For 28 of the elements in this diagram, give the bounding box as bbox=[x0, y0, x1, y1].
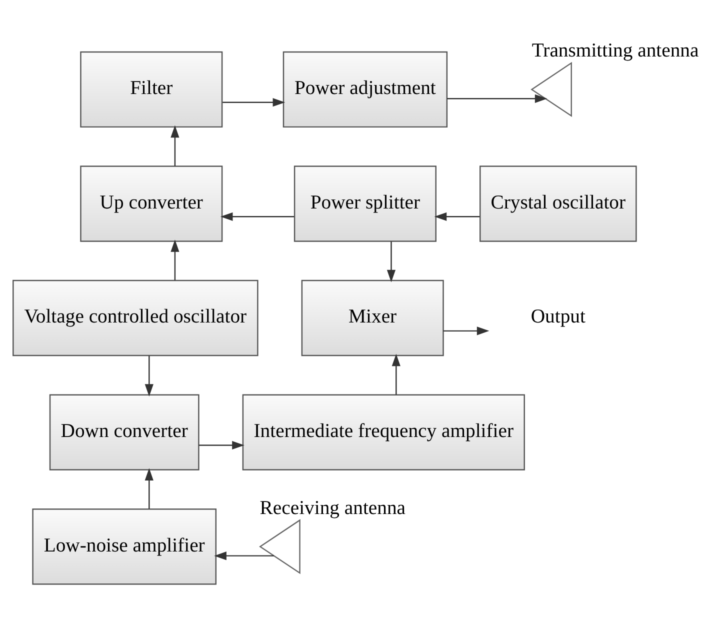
node-box: Down converter bbox=[49, 394, 200, 470]
node-box: Low-noise amplifier bbox=[32, 508, 217, 584]
arrow bbox=[434, 212, 480, 220]
node-box: Intermediate frequency amplifier bbox=[242, 394, 525, 470]
arrow bbox=[170, 124, 180, 166]
arrow bbox=[144, 468, 154, 508]
node-box: Mixer bbox=[301, 279, 444, 356]
node-label: Receiving antenna bbox=[260, 496, 406, 518]
arrow bbox=[214, 551, 274, 560]
node-antenna bbox=[259, 518, 300, 574]
node-antenna bbox=[530, 61, 572, 117]
arrow bbox=[220, 212, 294, 220]
arrow bbox=[392, 353, 400, 394]
node-box: Up converter bbox=[80, 165, 223, 242]
arrow bbox=[199, 440, 244, 450]
arrow bbox=[170, 239, 180, 280]
node-box: Voltage controlled oscillator bbox=[12, 279, 258, 356]
arrow bbox=[144, 355, 154, 396]
node-box: Power adjustment bbox=[282, 50, 448, 128]
node-box: Crystal oscillator bbox=[480, 165, 637, 242]
arrow bbox=[447, 94, 548, 102]
node-text: Output bbox=[530, 305, 586, 328]
node-box: Filter bbox=[80, 50, 223, 128]
arrow bbox=[443, 326, 490, 335]
node-box: Power splitter bbox=[294, 165, 436, 242]
node-label: Transmitting antenna bbox=[532, 39, 699, 62]
arrow bbox=[222, 98, 286, 106]
arrow bbox=[386, 240, 396, 282]
